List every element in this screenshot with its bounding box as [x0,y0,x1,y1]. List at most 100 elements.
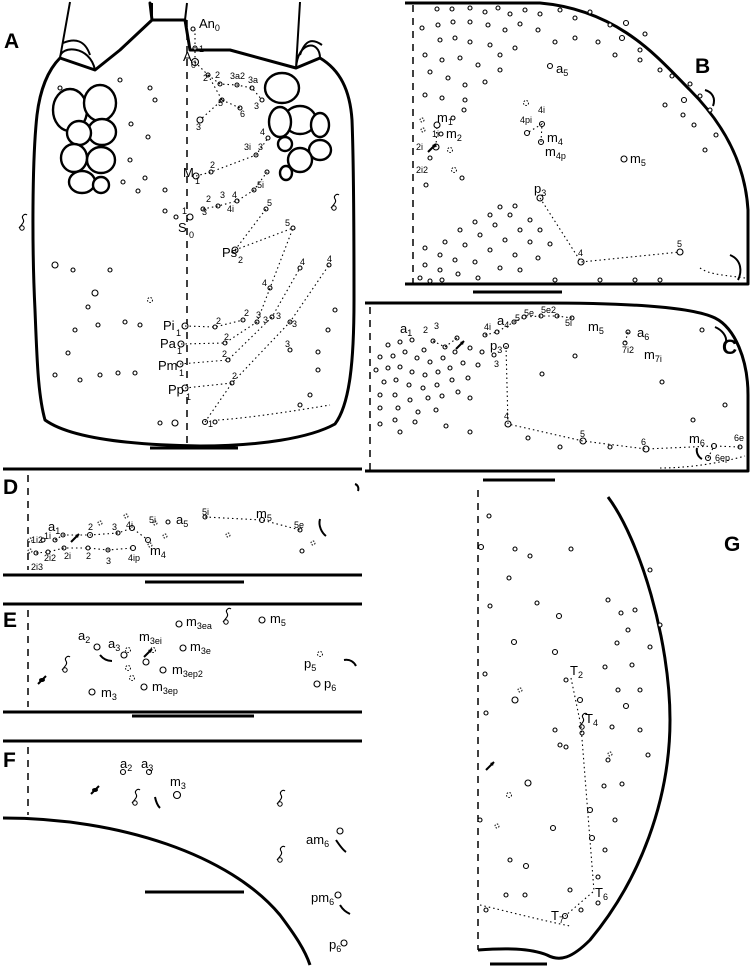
panel-d: D a1 1i 1i2 2 3 4i 5i a5 5i m5 [3,467,362,584]
svg-text:a5: a5 [556,61,568,78]
svg-text:2i3: 2i3 [31,562,43,572]
svg-text:3: 3 [106,556,111,566]
svg-text:m3ei: m3ei [139,629,162,646]
svg-text:2i2: 2i2 [416,165,428,175]
svg-text:a1: a1 [400,321,412,338]
svg-text:2: 2 [206,194,211,204]
svg-text:3: 3 [202,207,207,217]
svg-text:4: 4 [260,127,265,137]
panel-g: G T2 T [477,490,740,966]
svg-text:5i: 5i [565,318,572,328]
svg-text:2: 2 [224,332,229,342]
sensilla-b [417,5,719,284]
labels-c: a1 2 3 4i a4 5 5e 5e2 5i m5 p3 3 a6 m7i … [400,305,744,463]
svg-text:2: 2 [216,316,221,326]
panel-label-a: A [4,30,19,53]
svg-text:T7: T7 [551,908,564,925]
svg-text:a3: a3 [141,756,153,773]
svg-text:3: 3 [220,190,225,200]
svg-text:2: 2 [86,551,91,561]
svg-text:m5: m5 [588,319,604,336]
svg-text:p3: p3 [490,338,502,355]
svg-text:0: 0 [189,230,194,240]
labels-d: a1 1i 1i2 2 3 4i 5i a5 5i m5 5e 2i3 2i2 … [31,506,304,572]
svg-text:1i: 1i [44,531,51,541]
svg-text:2: 2 [215,70,220,80]
svg-text:4i: 4i [227,204,234,214]
svg-text:5i: 5i [257,180,264,190]
svg-text:pm6: pm6 [311,890,334,907]
svg-text:3: 3 [434,321,439,331]
svg-text:a5: a5 [176,512,188,529]
svg-text:5i: 5i [149,515,156,525]
svg-text:m3ep2: m3ep2 [172,662,203,679]
svg-text:5e: 5e [524,308,534,318]
svg-text:m5: m5 [630,151,646,168]
svg-text:2: 2 [203,73,208,83]
svg-text:2: 2 [423,325,428,335]
svg-text:1: 1 [195,176,200,186]
svg-text:2: 2 [232,371,237,381]
svg-text:3a: 3a [248,75,258,85]
svg-text:4: 4 [300,257,305,267]
svg-text:Ps: Ps [222,245,238,260]
svg-text:p6: p6 [324,676,336,693]
svg-text:6: 6 [240,109,245,119]
svg-text:1: 1 [182,206,187,216]
svg-text:S: S [178,220,187,235]
svg-text:4: 4 [327,254,332,264]
sensilla-f [119,768,348,947]
svg-text:3: 3 [256,310,261,320]
svg-text:m4: m4 [150,543,166,560]
svg-text:Pp: Pp [168,382,184,397]
svg-text:4i: 4i [484,322,491,332]
svg-text:4: 4 [232,190,237,200]
panel-label-b: B [695,55,710,78]
svg-text:A: A [183,49,192,64]
svg-text:a4: a4 [497,313,509,330]
svg-text:2i: 2i [64,551,71,561]
svg-text:6: 6 [641,437,646,447]
svg-text:m3e: m3e [190,639,211,656]
svg-text:3: 3 [285,339,290,349]
svg-text:7i2: 7i2 [622,345,634,355]
svg-text:m6: m6 [689,431,705,448]
svg-text:T4: T4 [585,711,598,728]
svg-text:4i: 4i [538,105,545,115]
svg-text:3: 3 [112,522,117,532]
panel-c: C [365,301,750,482]
panel-label-c: C [722,336,737,359]
panel-b: B [405,1,750,294]
svg-text:2i2: 2i2 [44,553,56,563]
panel-label-f: F [3,749,16,772]
svg-text:m5: m5 [270,611,286,628]
svg-text:6e: 6e [734,433,744,443]
svg-text:Pa: Pa [160,336,177,351]
svg-text:T6: T6 [595,885,608,902]
sensilla-g [477,513,663,920]
svg-text:p5: p5 [304,656,316,673]
svg-text:2: 2 [88,522,93,532]
svg-text:2: 2 [210,160,215,170]
svg-text:5: 5 [515,313,520,323]
svg-text:1: 1 [176,328,181,338]
svg-text:3: 3 [263,315,268,325]
svg-text:p6: p6 [329,937,341,954]
panel-label-e: E [3,609,17,632]
svg-text:1i: 1i [432,129,439,139]
svg-text:4: 4 [262,278,267,288]
svg-text:m7i: m7i [644,347,662,364]
svg-text:4pi: 4pi [520,115,532,125]
panel-label-d: D [3,476,18,499]
svg-text:5: 5 [218,98,223,108]
svg-text:m3: m3 [170,774,186,791]
svg-text:Pm: Pm [158,358,178,373]
svg-text:a3: a3 [108,636,120,653]
sensilla-d [27,513,316,556]
svg-text:1: 1 [186,392,191,402]
svg-text:3: 3 [276,311,281,321]
svg-text:p3: p3 [534,181,546,198]
